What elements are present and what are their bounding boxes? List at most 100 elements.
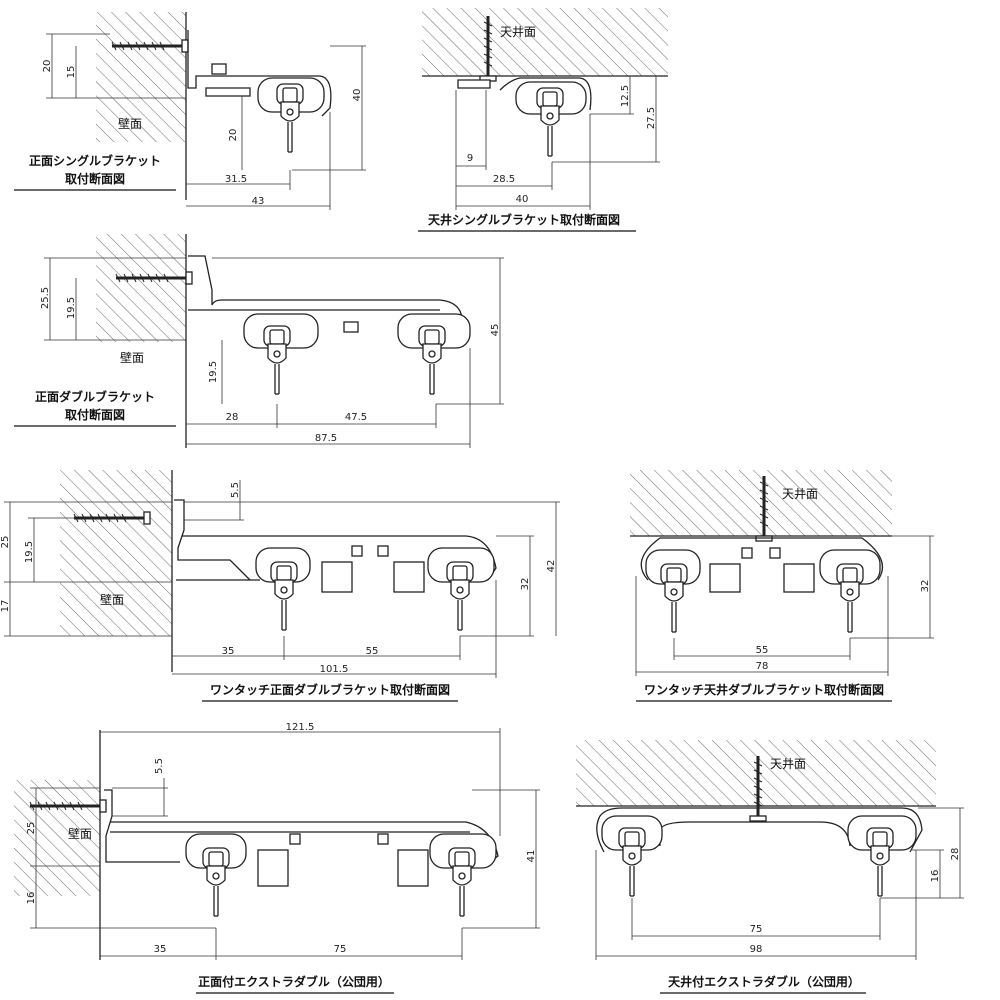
onetouch-ceiling-double-section: 天井面 32 55 78 ワンタッチ天井ダブルブラケット取付断面図 [630, 470, 934, 702]
lock-block [393, 561, 425, 593]
bracket-body [187, 30, 332, 117]
ceiling-label: 天井面 [782, 487, 818, 501]
caption-ceiling-extra-double: 天井付エクストラダブル（公団用） [668, 974, 860, 989]
front-extra-double-section: 壁面 121.5 5.5 25 16 41 35 75 正面付エクストラダブル（… [14, 722, 540, 994]
ceiling-single-section: 天井面 12.5 27.5 9 28.5 40 天井シングルブラケット取付断面図 [418, 8, 668, 232]
ceiling-hatch [630, 470, 892, 536]
dim-of-32: 32 [520, 578, 531, 591]
runner-icon [866, 827, 894, 897]
wall-hatch [96, 234, 186, 342]
bracket-plate [205, 87, 251, 97]
front-double-section: 壁面 25.5 19.5 45 19.5 28 47.5 87.5 正面ダブルブ… [14, 234, 504, 448]
dim-oc-55: 55 [756, 645, 769, 656]
dim-fs-43: 43 [252, 196, 265, 207]
bracket-plate [457, 79, 491, 89]
dim-fd-28: 28 [226, 412, 239, 423]
dim-cs-9: 9 [467, 153, 473, 164]
runner-icon [270, 561, 298, 631]
dim-cs-28-5: 28.5 [493, 174, 515, 185]
dim-fd-87-5: 87.5 [315, 433, 337, 444]
dim-ec-28: 28 [950, 848, 961, 861]
runner-icon [448, 847, 476, 917]
caption-front-double-line2: 取付断面図 [65, 407, 125, 422]
wall-hatch [14, 780, 100, 896]
dim-ef-75: 75 [334, 944, 347, 955]
dim-of-5-5: 5.5 [230, 482, 241, 498]
dim-ec-98: 98 [750, 944, 763, 955]
dim-ef-41: 41 [526, 850, 537, 863]
ceiling-label: 天井面 [500, 25, 536, 39]
wall-hatch [96, 12, 186, 142]
dim-of-55: 55 [366, 646, 379, 657]
bracket-body [640, 537, 883, 581]
dim-cs-40: 40 [516, 194, 529, 205]
dim-fs-40: 40 [352, 89, 363, 102]
dim-ef-16: 16 [26, 892, 37, 905]
lock-block [709, 563, 741, 593]
dim-of-17: 17 [0, 600, 11, 613]
runner-icon [536, 87, 564, 157]
wall-label: 壁面 [68, 826, 92, 841]
dim-oc-32: 32 [920, 580, 931, 593]
dim-of-42: 42 [546, 560, 557, 573]
dim-ec-75: 75 [750, 924, 763, 935]
dim-of-35: 35 [222, 646, 235, 657]
dim-fs-31-5: 31.5 [225, 174, 247, 185]
dim-fs-20: 20 [42, 60, 53, 73]
dim-fs-v20: 20 [228, 129, 239, 142]
lock-block [783, 563, 815, 593]
caption-onetouch-front-double: ワンタッチ正面ダブルブラケット取付断面図 [210, 682, 450, 697]
ceiling-hatch [576, 740, 936, 806]
dim-oc-78: 78 [756, 661, 769, 672]
dim-fd-25-5: 25.5 [40, 287, 51, 309]
lock-block [321, 561, 353, 593]
dim-fd-47-5: 47.5 [345, 412, 367, 423]
bracket-clip [211, 63, 227, 75]
bracket-body [104, 789, 180, 863]
dim-of-19-5: 19.5 [24, 541, 35, 563]
dim-ef-5-5: 5.5 [154, 758, 165, 774]
wall-hatch [60, 470, 172, 636]
dim-fd-19-5: 19.5 [66, 297, 77, 319]
caption-onetouch-ceiling-double: ワンタッチ天井ダブルブラケット取付断面図 [644, 682, 884, 697]
lock-block [397, 849, 429, 887]
runner-icon [446, 561, 474, 631]
wall-label: 壁面 [100, 592, 124, 607]
wall-label: 壁面 [118, 116, 142, 131]
dim-ef-25: 25 [26, 822, 37, 835]
bracket-body [174, 499, 251, 581]
dim-ec-16: 16 [930, 870, 941, 883]
caption-ceiling-single: 天井シングルブラケット取付断面図 [428, 212, 620, 227]
runner-icon [418, 325, 446, 395]
dim-cs-27-5: 27.5 [646, 107, 657, 129]
dim-of-25: 25 [0, 536, 11, 549]
dim-fs-15: 15 [66, 66, 77, 79]
caption-front-single-line1: 正面シングルブラケット [29, 153, 161, 168]
ceiling-hatch [422, 8, 668, 76]
runner-icon [276, 83, 304, 153]
dim-ef-121-5: 121.5 [286, 722, 315, 733]
runner-icon [660, 563, 688, 633]
caption-front-double-line1: 正面ダブルブラケット [35, 389, 155, 404]
runner-icon [263, 325, 291, 395]
ceiling-label: 天井面 [770, 757, 806, 771]
front-single-section: 壁面 20 15 40 20 31.5 43 正面シングルブラケット 取付断面図 [14, 12, 366, 210]
bracket-clip [343, 321, 359, 333]
onetouch-front-double-section: 壁面 5.5 25 19.5 17 32 42 35 55 101.5 ワンタッ… [0, 470, 560, 702]
dim-cs-12-5: 12.5 [620, 85, 631, 107]
dim-fd-45: 45 [490, 324, 501, 337]
lock-block [257, 849, 289, 887]
bracket-body [499, 77, 592, 111]
dim-ef-35: 35 [154, 944, 167, 955]
runner-icon [836, 563, 864, 633]
bracket-body [596, 807, 923, 853]
bracket-body [188, 255, 463, 319]
runner-icon [618, 827, 646, 897]
ceiling-extra-double-section: 天井面 28 16 75 98 天井付エクストラダブル（公団用） [576, 740, 964, 994]
runner-icon [202, 847, 230, 917]
caption-front-extra-double: 正面付エクストラダブル（公団用） [198, 974, 390, 989]
dim-of-101-5: 101.5 [320, 664, 349, 675]
wall-label: 壁面 [120, 350, 144, 365]
caption-front-single-line2: 取付断面図 [65, 171, 125, 186]
